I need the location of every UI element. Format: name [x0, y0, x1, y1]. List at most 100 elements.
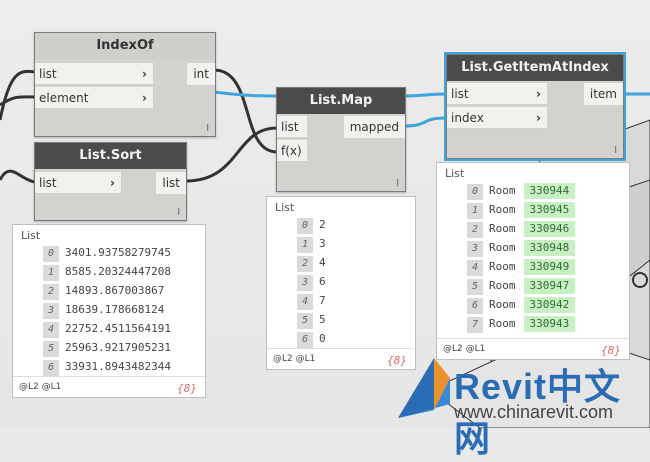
get-item-at-index-node[interactable]: List.GetItemAtIndex list › index › item … — [444, 52, 626, 161]
list-index: 1 — [297, 237, 313, 253]
list-index: 0 — [43, 246, 59, 262]
lacing-indicator[interactable]: l — [206, 124, 209, 134]
list-value: 0 — [319, 332, 326, 345]
list-sort-node[interactable]: List.Sort list › list l — [34, 142, 187, 221]
list-value: Room — [489, 279, 516, 292]
element-id-badge[interactable]: 330947 — [523, 278, 576, 294]
input-port-list[interactable]: list › — [447, 83, 547, 105]
lacing-indicator[interactable]: l — [177, 208, 180, 218]
watermark-logo: Revit中文网 www.chinarevit.com — [388, 352, 650, 459]
connection-wires — [0, 68, 650, 184]
list-value: 7 — [319, 294, 326, 307]
list-index: 1 — [467, 203, 483, 219]
list-value: 5 — [319, 313, 326, 326]
list-item: 4 22752.4511564191 — [43, 321, 171, 338]
watch-title: List — [21, 229, 41, 242]
list-item: 6 Room 330942 — [467, 297, 576, 314]
watch-footer: @L2 @L1 — [267, 348, 415, 369]
watch-list-sort[interactable]: List 0 3401.93758279745 1 8585.20324447208 2… — [12, 224, 206, 398]
item-count: {8} — [177, 382, 197, 395]
watch-title: List — [275, 201, 295, 214]
list-index: 2 — [297, 256, 313, 272]
list-index: 2 — [43, 284, 59, 300]
list-value: 8585.20324447208 — [65, 265, 171, 278]
list-value: Room — [489, 317, 516, 330]
list-index: 5 — [467, 279, 483, 295]
list-value: 3401.93758279745 — [65, 246, 171, 259]
list-item: 1 8585.20324447208 — [43, 264, 171, 281]
output-port-int[interactable]: int — [187, 63, 215, 85]
list-index: 4 — [43, 322, 59, 338]
node-title: IndexOf — [35, 33, 215, 59]
output-port-list[interactable]: list — [156, 172, 186, 194]
list-map-node[interactable]: List.Map list f(x) mapped l — [276, 87, 406, 192]
input-port-list[interactable]: list — [277, 116, 307, 138]
indexof-node[interactable]: IndexOf list › element › int l — [34, 32, 216, 137]
element-id-badge[interactable]: 330949 — [523, 259, 576, 275]
chevron-right-icon: › — [536, 87, 541, 101]
list-index: 4 — [467, 260, 483, 276]
element-id-badge[interactable]: 330948 — [523, 240, 576, 256]
list-index: 6 — [43, 360, 59, 376]
list-item: 2 14893.867003867 — [43, 283, 165, 300]
input-port-fx[interactable]: f(x) — [277, 140, 307, 162]
list-index: 2 — [467, 222, 483, 238]
list-value: 6 — [319, 275, 326, 288]
list-value: Room — [489, 260, 516, 273]
input-port-list[interactable]: list › — [35, 172, 121, 194]
lacing-indicator[interactable]: l — [396, 179, 399, 189]
list-index: 4 — [297, 294, 313, 310]
lacing-indicator[interactable]: l — [614, 146, 617, 156]
list-item: 5 25963.9217905231 — [43, 340, 171, 357]
element-id-badge[interactable]: 330945 — [523, 202, 576, 218]
list-value: 22752.4511564191 — [65, 322, 171, 335]
list-item: 0 Room 330944 — [467, 183, 576, 200]
list-index: 5 — [297, 313, 313, 329]
list-index: 6 — [297, 332, 313, 348]
list-index: 0 — [297, 218, 313, 234]
list-value: Room — [489, 184, 516, 197]
list-value: 2 — [319, 218, 326, 231]
list-item: 6 33931.8943482344 — [43, 359, 171, 376]
list-value: 33931.8943482344 — [65, 360, 171, 373]
list-value: 25963.9217905231 — [65, 341, 171, 354]
list-value: Room — [489, 298, 516, 311]
node-title: List.GetItemAtIndex — [447, 55, 623, 81]
output-port-item[interactable]: item — [583, 83, 623, 105]
node-title: List.Map — [277, 88, 405, 114]
element-id-badge[interactable]: 330946 — [523, 221, 576, 237]
list-index: 0 — [467, 184, 483, 200]
list-index: 6 — [467, 298, 483, 314]
list-item: 5 Room 330947 — [467, 278, 576, 295]
input-port-list[interactable]: list › — [35, 63, 153, 85]
element-id-badge[interactable]: 330944 — [523, 183, 576, 199]
watch-list-map[interactable]: List 0213243647556071 @L2 @L1 {8} — [266, 196, 416, 370]
list-index: 5 — [43, 341, 59, 357]
list-value: Room — [489, 241, 516, 254]
watermark-title: Revit中文网 — [454, 366, 622, 459]
watch-title: List — [445, 167, 465, 180]
list-value: 4 — [319, 256, 326, 269]
node-title: List.Sort — [35, 143, 186, 169]
element-id-badge[interactable]: 330943 — [523, 316, 576, 332]
list-value: 3 — [319, 237, 326, 250]
element-id-badge[interactable]: 330942 — [523, 297, 576, 313]
output-port-mapped[interactable]: mapped — [343, 116, 405, 138]
list-value: 18639.178668124 — [65, 303, 165, 316]
input-port-index[interactable]: index › — [447, 107, 547, 129]
item-count: {8} — [387, 354, 407, 367]
list-index: 1 — [43, 265, 59, 281]
list-value: 14893.867003867 — [65, 284, 165, 297]
input-port-element[interactable]: element › — [35, 87, 153, 109]
watch-footer: @L2 @L1 — [13, 376, 205, 397]
item-count: {8} — [601, 344, 621, 357]
